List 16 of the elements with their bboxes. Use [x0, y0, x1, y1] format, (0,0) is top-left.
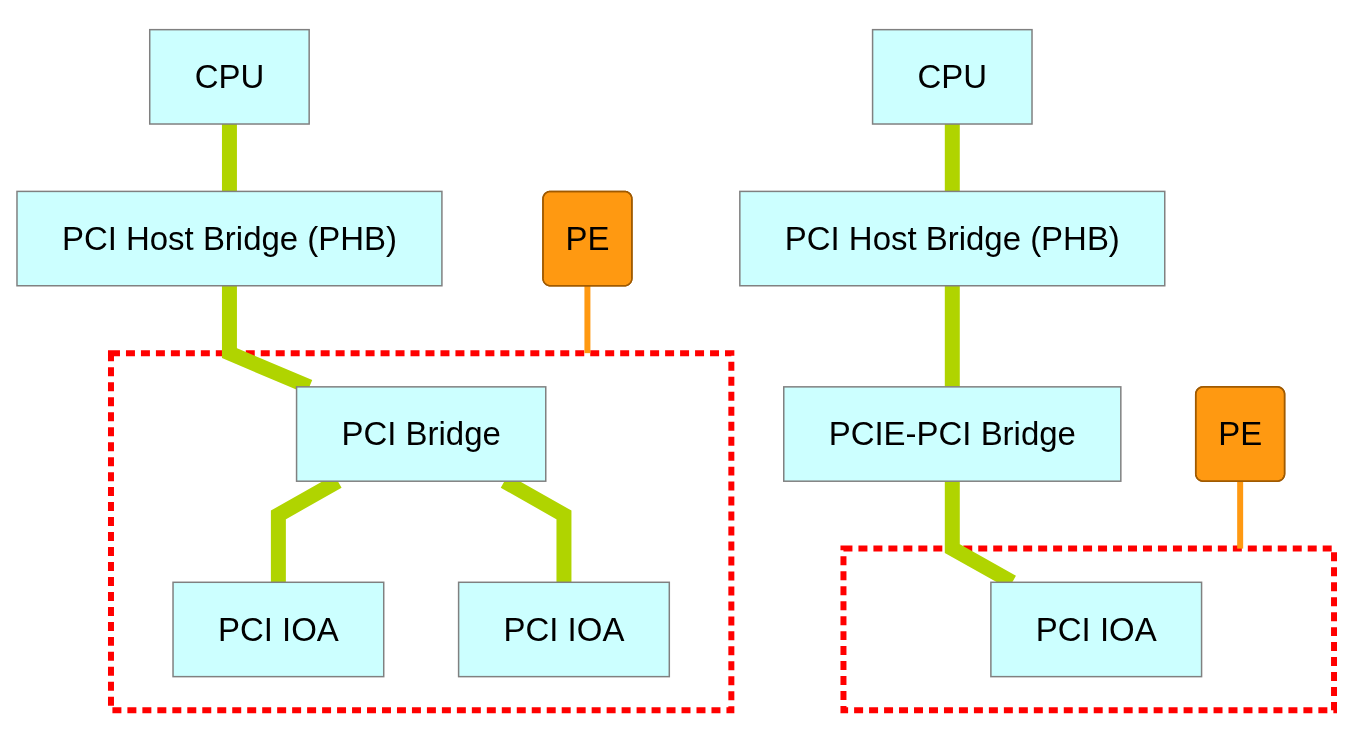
node-box: PCIE-PCI Bridge [783, 386, 1122, 482]
cluster [840, 545, 1337, 714]
connector [221, 124, 237, 192]
node-box: PCI IOA [172, 581, 385, 678]
node-box: PCI Bridge [295, 386, 547, 482]
node-box: PCI IOA [457, 581, 671, 678]
node-box: CPU [149, 28, 310, 125]
connector [944, 285, 960, 387]
connector [944, 124, 960, 192]
node-box: PCI Host Bridge (PHB) [739, 190, 1166, 287]
node-box: PCI Host Bridge (PHB) [16, 190, 443, 287]
node-box: PCI IOA [990, 581, 1203, 678]
node-box: CPU [871, 28, 1033, 125]
connector [584, 285, 591, 354]
cluster [108, 350, 735, 714]
connector [1237, 481, 1244, 549]
